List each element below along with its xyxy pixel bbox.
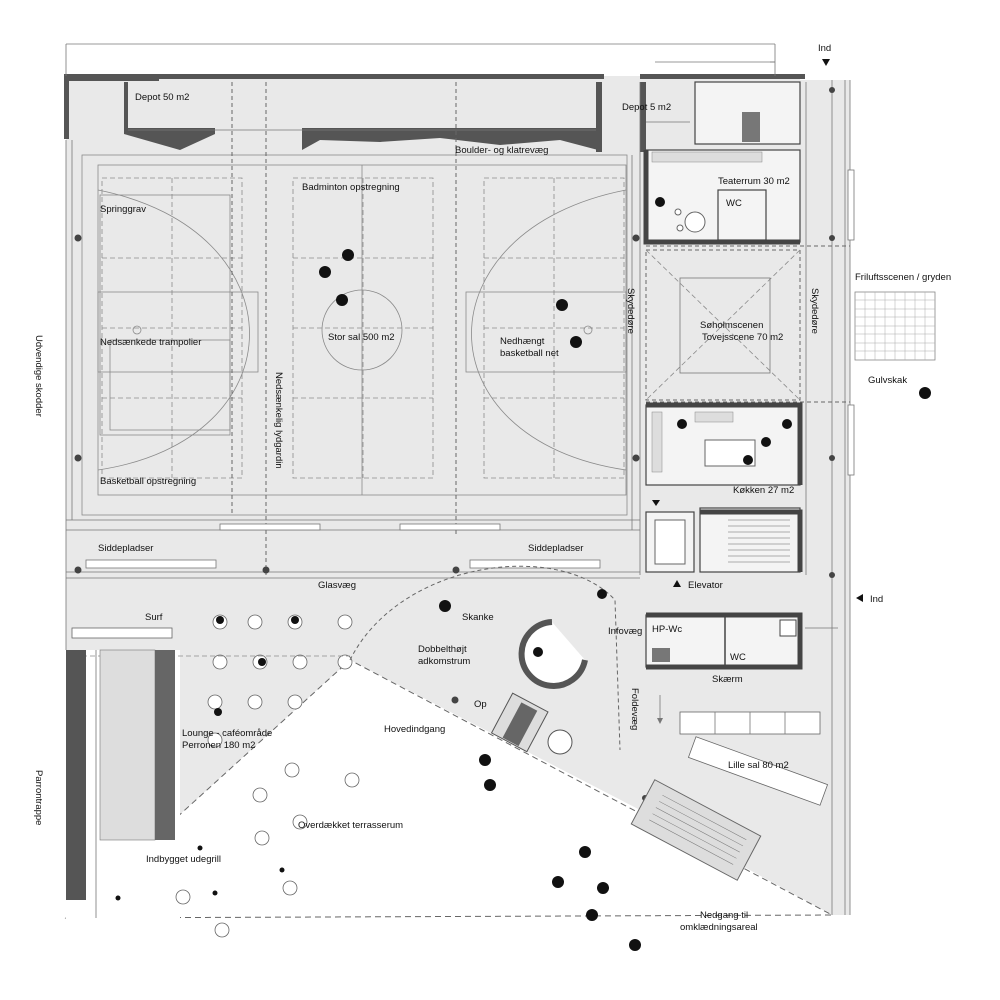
elevator-arrow-icon [673,580,681,587]
label-elevator: Elevator [688,580,723,591]
seating-row [66,234,640,579]
label-nedgang1: Nedgang til [700,910,748,921]
label-friluft: Friluftsscenen / gryden [855,272,951,283]
lounge-tables [66,614,353,918]
label-springgrav: Springgrav [100,204,146,215]
label-basketball-op: Basketball opstregning [100,476,196,487]
label-ind-top: Ind [818,43,831,54]
label-depot5: Depot 5 m2 [622,102,671,113]
terrace-tables [175,762,360,938]
arrows [652,59,863,724]
label-lounge2: Perronen 180 m2 [182,740,255,751]
lille-sal-tables [630,711,829,881]
label-dobbelt1: Dobbelthøjt [418,644,467,655]
right-rooms [643,81,855,670]
label-glasvaeg: Glasvæg [318,580,356,591]
label-skydedore-left: Skydedøre [625,288,636,334]
label-terrasse: Overdækket terrasserum [298,820,403,831]
label-nedhaengt1: Nedhængt [500,336,545,347]
label-storsal: Stor sal 500 m2 [328,332,395,343]
label-hydgardin: Nedsænkelig lydgardin [273,372,284,469]
label-siddepladser1: Siddepladser [98,543,153,554]
label-skaerm: Skærm [712,674,743,685]
label-soholm2: Tovejsscene 70 m2 [702,332,783,343]
label-nedhaengt2: basketball net [500,348,559,359]
label-wc-mid: WC [730,652,746,663]
label-gulvskak: Gulvskak [868,375,907,386]
label-hpwc: HP-Wc [652,624,682,635]
label-surf: Surf [145,612,163,623]
label-lillesal: Lille sal 80 m2 [728,760,789,771]
depot-zone [124,82,690,152]
entry-arrow-right-icon [856,594,863,602]
label-siddepladser2: Siddepladser [528,543,583,554]
people [115,197,931,951]
label-hovedindgang: Hovedindgang [384,724,445,735]
entry-arrow-top-icon [822,59,830,66]
label-ind-right: Ind [870,594,883,605]
label-nedgang2: omklædningsareal [680,922,758,933]
label-op: Op [474,699,487,710]
label-dobbelt2: adkomstrum [418,656,470,667]
central-area [349,565,648,801]
label-udegrill: Indbygget udegrill [146,854,221,865]
label-badminton: Badminton opstregning [302,182,400,193]
label-skydedore-right: Skydedøre [809,288,820,334]
floor-areas [64,76,850,920]
label-skanke: Skanke [462,612,494,623]
label-boulder: Boulder- og klatrevæg [455,145,548,156]
label-trampolier: Nedsænkede trampolier [100,337,201,348]
label-lounge1: Lounge - caféområde [182,728,272,739]
floor-chess [854,291,936,361]
label-parrontrappe: Parrontrappe [33,770,44,825]
label-teaterrum: Teaterrum 30 m2 [718,176,790,187]
label-infovaeg: Infovæg [608,626,642,637]
label-wc-top: WC [726,198,742,209]
label-skodder: Udvendige skodder [33,335,44,417]
room-labels: Ind Ind Depot 50 m2 Depot 5 m2 Boulder- … [33,43,951,933]
label-kokken: Køkken 27 m2 [733,485,794,496]
label-foldevaeg: Foldevæg [629,688,640,730]
label-soholm1: Søholmscenen [700,320,763,331]
label-depot50: Depot 50 m2 [135,92,189,103]
